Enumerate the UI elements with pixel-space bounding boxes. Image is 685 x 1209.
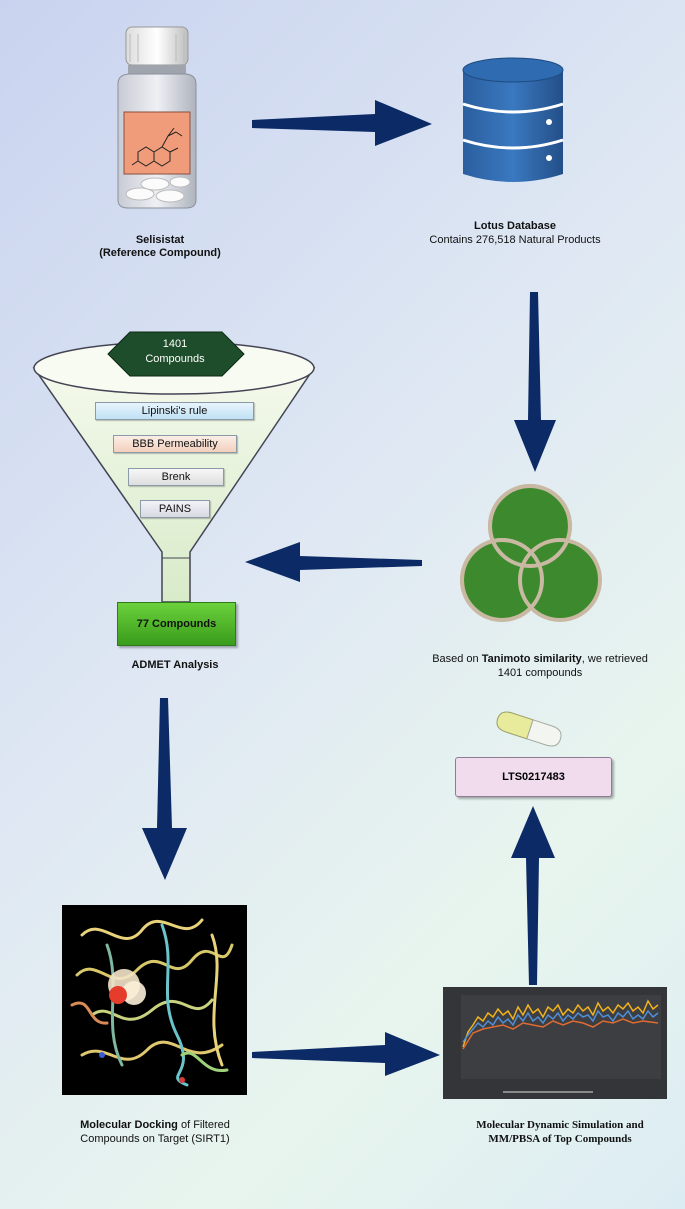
md-caption-line2: MM/PBSA of Top Compounds	[488, 1133, 632, 1145]
md-simulation-plot-image	[443, 987, 667, 1099]
funnel-top-count: 1401	[162, 338, 188, 350]
funnel-top-unit: Compounds	[145, 353, 205, 365]
arrow-right-top	[252, 100, 432, 146]
database-desc: Contains 276,518 Natural Products	[429, 234, 601, 246]
arrow-up-right	[511, 806, 555, 985]
arrow-down-left	[142, 698, 187, 880]
admet-caption: ADMET Analysis	[131, 659, 219, 671]
database-icon	[462, 57, 564, 182]
arrow-right-bottom	[252, 1032, 440, 1076]
filter-lipinski: Lipinski's rule	[95, 402, 254, 420]
filter-brenk: Brenk	[128, 468, 224, 486]
docking-caption: Molecular Docking of Filtered	[80, 1119, 230, 1131]
arrow-down-right	[514, 292, 556, 472]
reference-name: Selisistat	[135, 234, 185, 246]
filter-pains: PAINS	[140, 500, 210, 518]
result-77-compounds: 77 Compounds	[117, 602, 236, 646]
md-caption: Molecular Dynamic Simulation and	[476, 1119, 644, 1131]
capsule-icon	[496, 711, 562, 747]
similarity-caption: Based on Tanimoto similarity, we retriev…	[432, 653, 648, 665]
database-name: Lotus Database	[474, 220, 556, 232]
arrow-left-middle	[245, 542, 422, 582]
hit-compound-box: LTS0217483	[455, 757, 612, 797]
venn-diagram-icon	[460, 484, 602, 622]
reference-subtitle: (Reference Compound)	[99, 247, 221, 259]
filter-bbb: BBB Permeability	[113, 435, 237, 453]
protein-structure-image	[62, 905, 247, 1095]
similarity-caption-line2: 1401 compounds	[497, 667, 583, 679]
pill-bottle-icon	[117, 26, 197, 209]
docking-caption-line2: Compounds on Target (SIRT1)	[80, 1133, 230, 1145]
